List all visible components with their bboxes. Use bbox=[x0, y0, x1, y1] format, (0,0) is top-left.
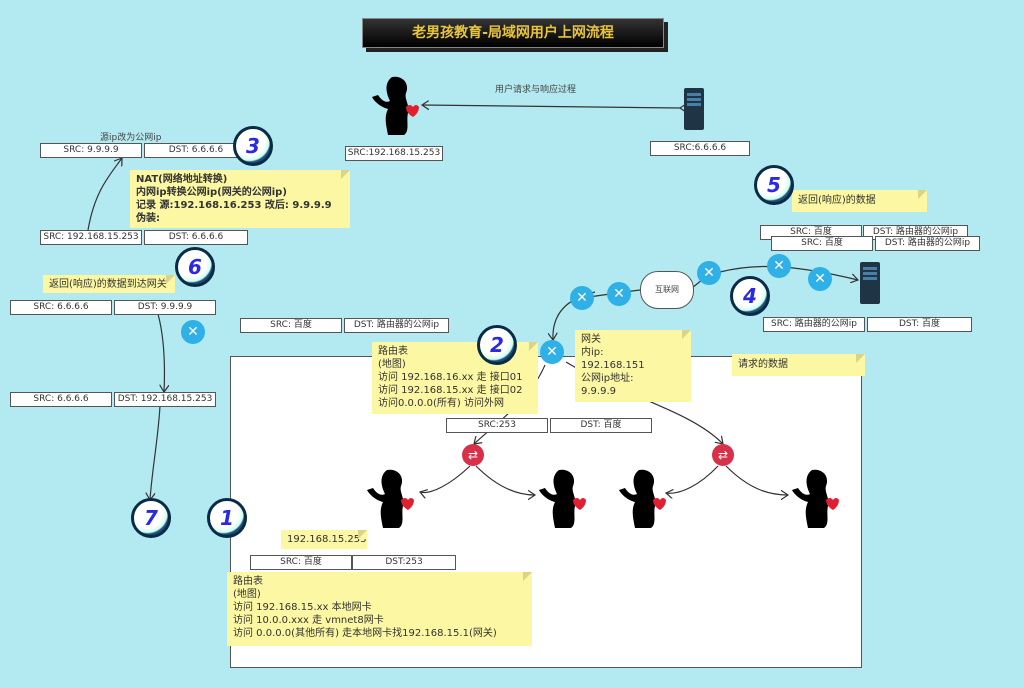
packet-src: SRC: 百度 bbox=[250, 555, 352, 570]
response-note: 返回(响应)的数据 bbox=[792, 190, 927, 212]
step-2-badge: 2 bbox=[477, 325, 517, 365]
step-7-badge: 7 bbox=[131, 498, 171, 538]
router-icon: ✕ bbox=[697, 261, 721, 285]
router-icon: ✕ bbox=[808, 267, 832, 291]
packet-dst: DST: 路由器的公网ip bbox=[875, 236, 980, 251]
return-gateway-note: 返回(响应)的数据到达网关 bbox=[43, 275, 175, 293]
packet-dst: DST: 192.168.15.253 bbox=[114, 392, 216, 407]
gateway-info-note: 网关 内ip: 192.168.151 公网ip地址: 9.9.9.9 bbox=[575, 330, 691, 402]
note-line: 访问 192.168.15.xx 走 接口02 bbox=[378, 385, 523, 396]
packet-dst: DST:253 bbox=[352, 555, 456, 570]
note-line: 访问 192.168.15.xx 本地网卡 bbox=[233, 602, 372, 613]
switch-icon: ⇄ bbox=[712, 444, 734, 466]
note-line: (地图) bbox=[378, 359, 406, 370]
packet-dst: DST: 路由器的公网ip bbox=[344, 318, 449, 333]
note-line: 访问0.0.0.0(所有) 访问外网 bbox=[378, 398, 504, 409]
request-response-arrow bbox=[422, 105, 680, 108]
router-icon: ✕ bbox=[607, 282, 631, 306]
packet-src: SRC:253 bbox=[446, 418, 548, 433]
note-line: 访问 0.0.0.0(其他所有) 走本地网卡找192.168.15.1(网关) bbox=[233, 628, 497, 639]
gateway-route-table-note: 路由表 (地图) 访问 192.168.16.xx 走 接口01 访问 192.… bbox=[372, 342, 538, 414]
user-silhouette-icon bbox=[619, 469, 666, 528]
note-line: 访问 10.0.0.xxx 走 vmnet8网卡 bbox=[233, 615, 384, 626]
packet-dst: DST: 6.6.6.6 bbox=[144, 143, 248, 158]
note-line: 访问 192.168.16.xx 走 接口01 bbox=[378, 372, 523, 383]
page-title: 老男孩教育-局域网用户上网流程 bbox=[362, 18, 664, 48]
packet-src: SRC: 6.6.6.6 bbox=[10, 392, 112, 407]
server-icon bbox=[684, 88, 704, 130]
user-silhouette-icon bbox=[372, 76, 419, 135]
packet-dst: DST: 百度 bbox=[550, 418, 652, 433]
internet-cloud: 互联网 bbox=[640, 271, 694, 309]
client-ip-note: 192.168.15.253 bbox=[281, 530, 367, 549]
server-ip-label: SRC:6.6.6.6 bbox=[650, 141, 750, 156]
note-line: 9.9.9.9 bbox=[581, 386, 616, 397]
step-5-badge: 5 bbox=[754, 165, 794, 205]
note-line: 路由表 bbox=[233, 576, 263, 587]
router-icon: ✕ bbox=[181, 320, 205, 344]
packet-dst: DST: 百度 bbox=[867, 317, 972, 332]
switch-icon: ⇄ bbox=[462, 444, 484, 466]
user-silhouette-icon bbox=[539, 469, 586, 528]
packet-src: SRC: 路由器的公网ip bbox=[763, 317, 865, 332]
packet-src: SRC: 192.168.15.253 bbox=[40, 230, 142, 245]
step-6-badge: 6 bbox=[175, 247, 215, 287]
nat-arrow bbox=[87, 158, 122, 231]
nat-caption: 源ip改为公网ip bbox=[100, 133, 162, 143]
step-1-badge: 1 bbox=[207, 498, 247, 538]
packet-dst: DST: 9.9.9.9 bbox=[114, 300, 216, 315]
user-silhouette-icon bbox=[792, 469, 839, 528]
step-3-badge: 3 bbox=[233, 126, 273, 166]
gateway-router-icon: ✕ bbox=[540, 340, 564, 364]
note-line: 伪装: bbox=[136, 213, 160, 224]
nat-note: NAT(网络地址转换) 内网ip转换公网ip(网关的公网ip) 记录 源:192… bbox=[130, 170, 350, 228]
server-icon bbox=[860, 262, 880, 304]
note-line: (地图) bbox=[233, 589, 261, 600]
request-note: 请求的数据 bbox=[732, 354, 865, 376]
note-line: 公网ip地址: bbox=[581, 373, 634, 384]
client-ip-label: SRC:192.168.15.253 bbox=[345, 146, 443, 161]
client-route-table-note: 路由表 (地图) 访问 192.168.15.xx 本地网卡 访问 10.0.0… bbox=[227, 572, 532, 646]
note-line: 内ip: bbox=[581, 347, 604, 358]
user-silhouette-icon bbox=[367, 469, 414, 528]
note-line: 内网ip转换公网ip(网关的公网ip) bbox=[136, 187, 287, 198]
note-line: NAT(网络地址转换) bbox=[136, 174, 228, 185]
packet-src: SRC: 百度 bbox=[771, 236, 873, 251]
flow-caption: 用户请求与响应过程 bbox=[495, 85, 577, 95]
note-line: 路由表 bbox=[378, 346, 408, 357]
packet-src: SRC: 百度 bbox=[240, 318, 342, 333]
packet-src: SRC: 9.9.9.9 bbox=[40, 143, 142, 158]
packet-src: SRC: 6.6.6.6 bbox=[10, 300, 112, 315]
note-line: 网关 bbox=[581, 334, 601, 345]
step-4-badge: 4 bbox=[730, 276, 770, 316]
router-icon: ✕ bbox=[570, 286, 594, 310]
router-icon: ✕ bbox=[767, 254, 791, 278]
note-line: 记录 源:192.168.16.253 改后: 9.9.9.9 bbox=[136, 200, 332, 211]
packet-dst: DST: 6.6.6.6 bbox=[144, 230, 248, 245]
note-line: 192.168.151 bbox=[581, 360, 645, 371]
